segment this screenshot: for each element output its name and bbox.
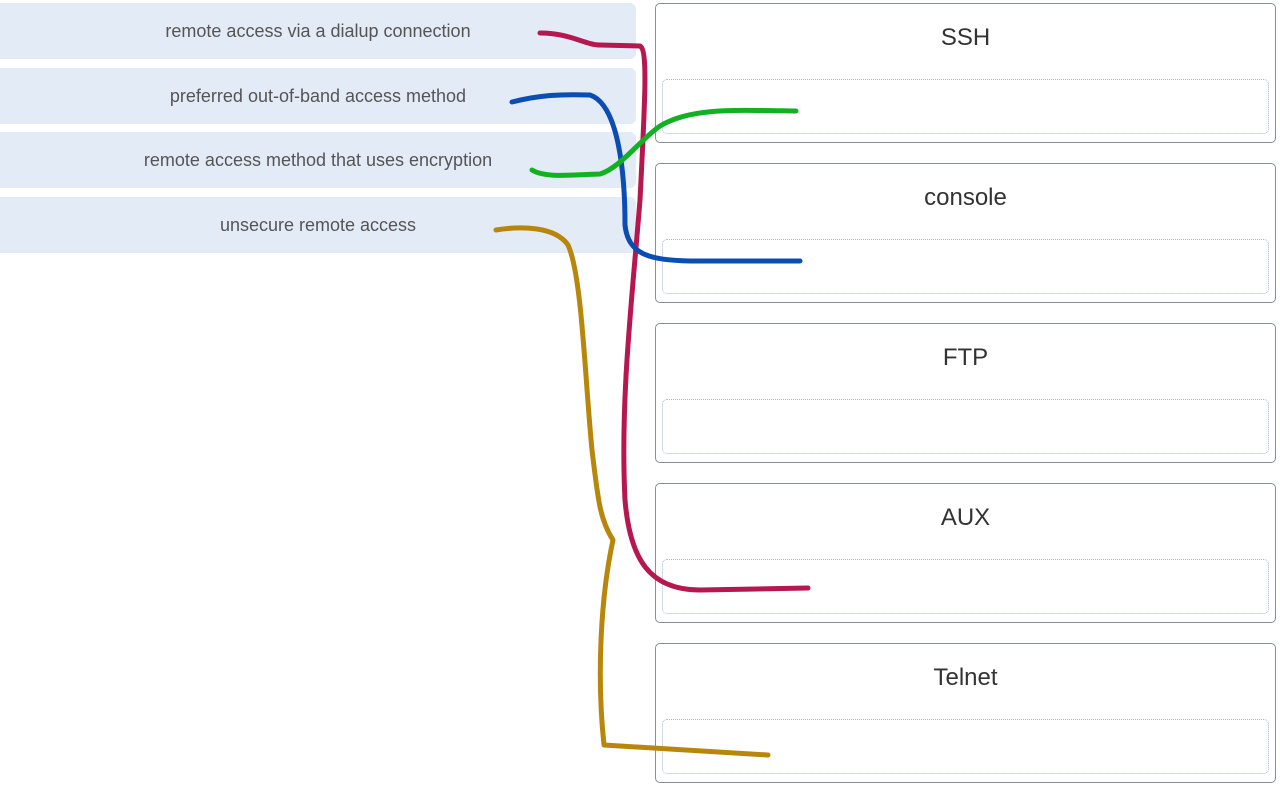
drop-zone[interactable] bbox=[662, 719, 1269, 774]
drag-item-encryption[interactable]: remote access method that uses encryptio… bbox=[0, 132, 636, 188]
drop-zone[interactable] bbox=[662, 559, 1269, 614]
drop-zone[interactable] bbox=[662, 399, 1269, 454]
drag-item-dialup[interactable]: remote access via a dialup connection bbox=[0, 3, 636, 59]
drag-item-unsecure[interactable]: unsecure remote access bbox=[0, 197, 636, 253]
target-console: console bbox=[655, 163, 1276, 303]
drop-zone[interactable] bbox=[662, 79, 1269, 134]
target-title: AUX bbox=[940, 504, 991, 531]
target-aux: AUX bbox=[655, 483, 1276, 623]
target-title: console bbox=[924, 184, 1007, 211]
target-telnet: Telnet bbox=[655, 643, 1276, 783]
target-ftp: FTP bbox=[655, 323, 1276, 463]
target-title: Telnet bbox=[933, 664, 998, 691]
drop-zone[interactable] bbox=[662, 239, 1269, 294]
target-ssh: SSH bbox=[655, 3, 1276, 143]
target-title: FTP bbox=[942, 344, 989, 371]
target-title: SSH bbox=[940, 24, 991, 51]
drag-item-out-of-band[interactable]: preferred out-of-band access method bbox=[0, 68, 636, 124]
